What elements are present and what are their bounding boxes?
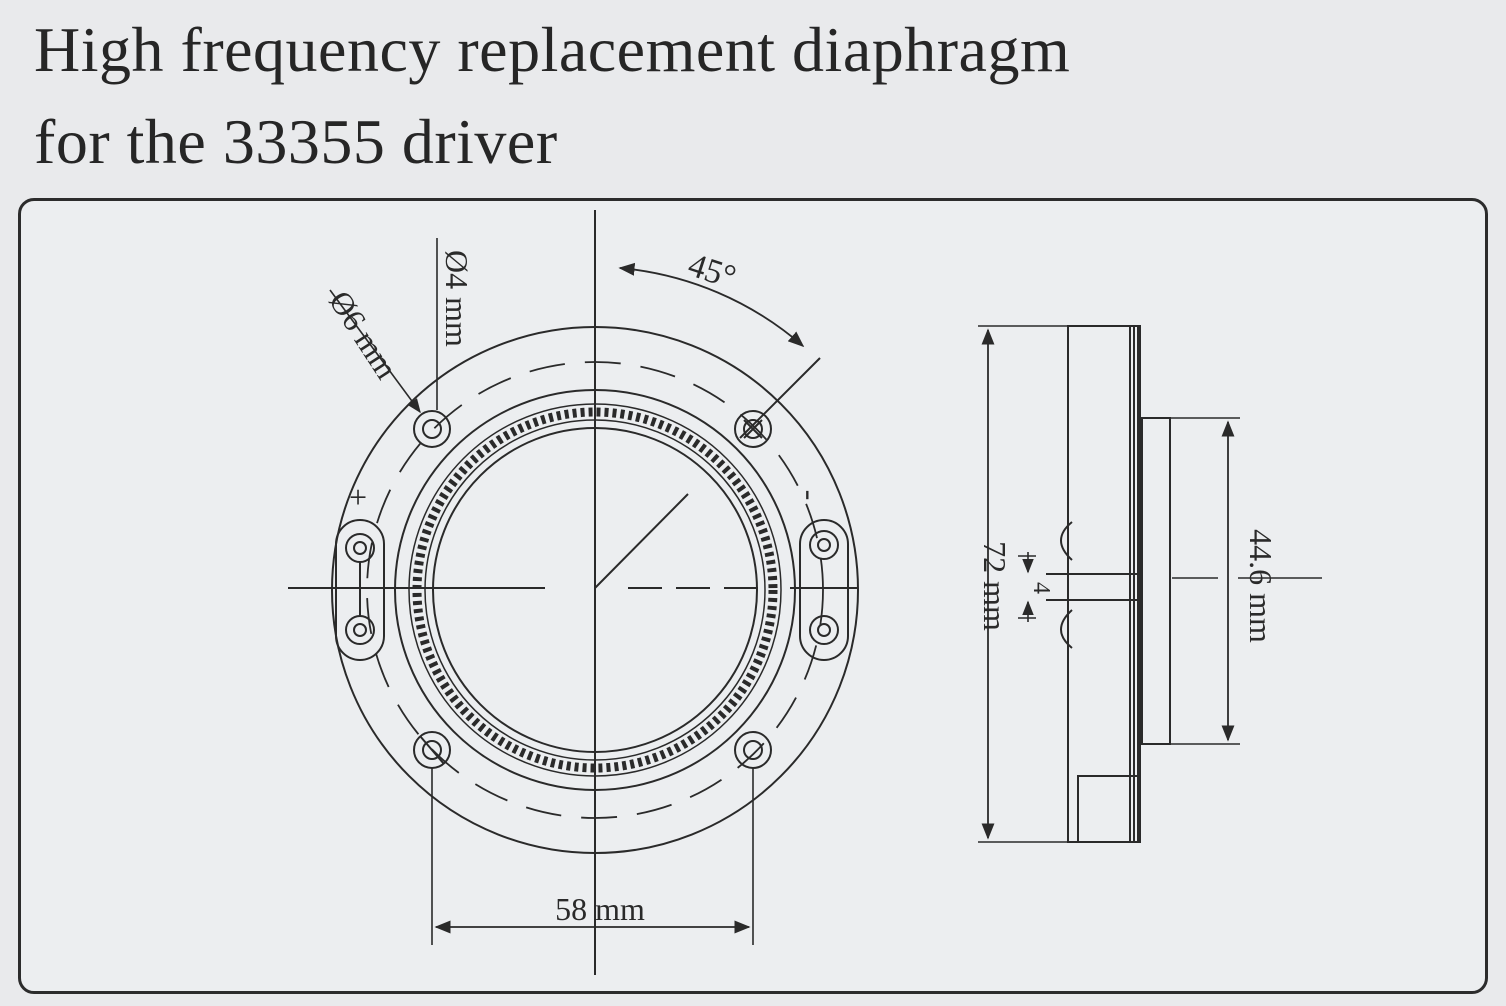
bolt-circle <box>366 361 824 819</box>
diaphragm-ring-inner <box>424 419 766 761</box>
terminal-cutout-bottom <box>1060 609 1073 649</box>
title-line-2: for the 33355 driver <box>34 106 558 177</box>
dome-edge <box>432 427 758 753</box>
mounting-hole-bottom-right <box>734 731 772 769</box>
outer-flange <box>331 326 859 854</box>
hole-6mm-label: Ø6 mm <box>322 284 405 385</box>
title-block: High frequency replacement diaphragm for… <box>34 4 1070 188</box>
angle-arc <box>618 262 805 348</box>
hole-4mm-label: Ø4 mm <box>439 250 475 347</box>
gap-4-label: 4 <box>1028 582 1054 594</box>
diaphragm-ring-outer <box>408 403 782 777</box>
title-line-1: High frequency replacement diaphragm <box>34 14 1071 85</box>
mounting-hole-bottom-left <box>413 731 451 769</box>
inner-ring <box>394 389 796 791</box>
terminal-right <box>799 519 849 661</box>
rear-boss <box>1141 417 1171 745</box>
boss-44-6mm-label: 44.6 mm <box>1243 529 1279 643</box>
height-72mm-label: 72 mm <box>977 541 1013 631</box>
side-view <box>978 325 1322 843</box>
mounting-hole-top-right <box>734 410 772 448</box>
diagonal-center-line <box>594 493 689 589</box>
front-plate <box>1067 325 1131 843</box>
minus-marker: - <box>786 490 822 501</box>
plus-marker: + <box>349 479 367 515</box>
terminal-cutout-top <box>1060 521 1073 561</box>
terminal-left <box>335 519 385 661</box>
angle-label: 45° <box>684 247 741 297</box>
spacing-58mm-label: 58 mm <box>555 891 645 927</box>
lower-block <box>1077 775 1141 843</box>
mounting-hole-top-left <box>413 410 451 448</box>
front-view <box>288 210 859 975</box>
leader-6mm <box>329 289 421 414</box>
serrated-surround <box>412 407 778 773</box>
